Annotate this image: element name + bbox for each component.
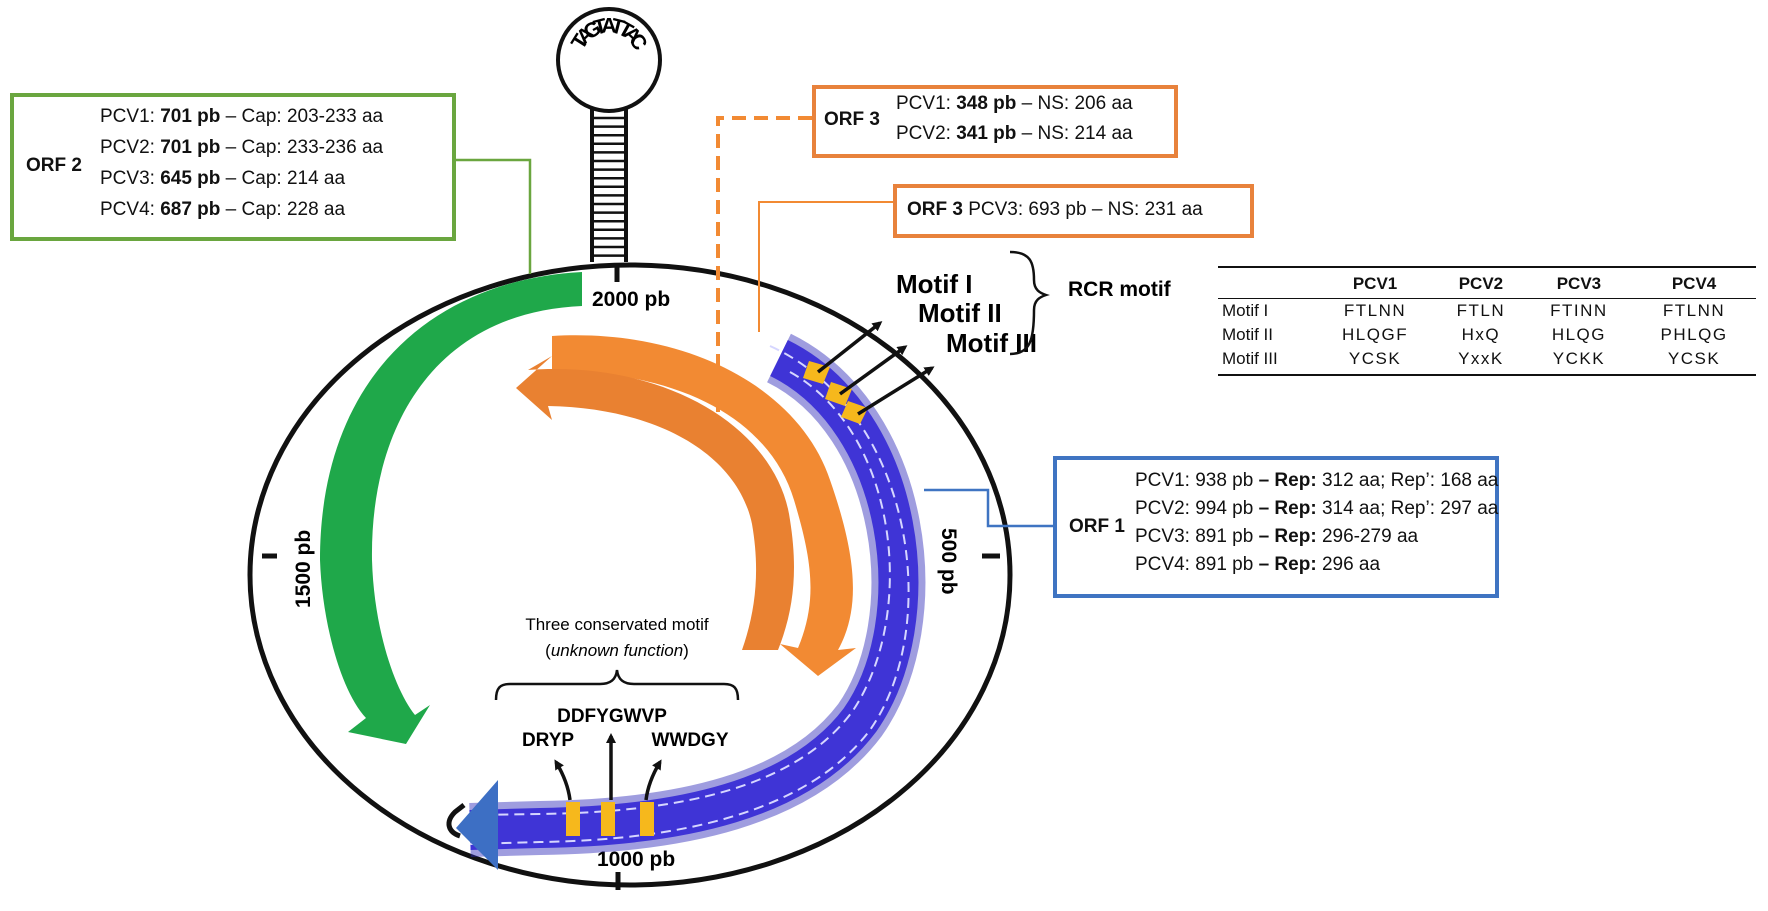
table-row: Motif I FTLNN FTLN FTINN FTLNN: [1218, 299, 1756, 324]
table-cell: FTLNN: [1662, 301, 1726, 320]
orf2-box: ORF 2 PCV1: 701 pb – Cap: 203-233 aa PCV…: [10, 93, 456, 241]
table-row: Motif III YCSK YxxK YCKK YCSK: [1218, 347, 1756, 376]
orf3-long-arrow: [552, 335, 856, 676]
orf2-line-3: PCV3: 645 pb – Cap: 214 aa: [100, 168, 346, 189]
table-cell: YCKK: [1525, 347, 1633, 376]
loop-nucleotide: A: [601, 15, 616, 38]
orf1-arrow: [446, 333, 926, 870]
label-2000-pb: 2000 pb: [592, 288, 670, 311]
loop-nucleotide: T: [591, 14, 609, 40]
orf3-pcv3-box: ORF 3 PCV3: 693 pb – NS: 231 aa: [893, 184, 1254, 238]
orf3-pcv3-line: ORF 3 PCV3: 693 pb – NS: 231 aa: [907, 199, 1203, 220]
motif-mark-2: [825, 382, 852, 406]
orf3-dashed-connector: [716, 116, 812, 420]
table-cell: Motif III: [1218, 347, 1314, 376]
orf1-line-2: PCV2: 994 pb – Rep: 314 aa; Rep’: 297 aa: [1135, 498, 1499, 519]
orf3-arrows: [516, 335, 856, 676]
table-cell: FTLN: [1456, 301, 1506, 320]
orf3-inner-arrow: [516, 356, 794, 650]
orf2-connector: [456, 158, 532, 274]
arrow-motif-2: [838, 345, 908, 396]
conserved-subtitle: (unknown function): [545, 641, 689, 660]
arrow-motif-1: [816, 321, 883, 374]
orf2-line-4: PCV4: 687 pb – Cap: 228 aa: [100, 199, 346, 220]
table-cell: HxQ: [1461, 325, 1501, 344]
motif-table-header: PCV1 PCV2 PCV3 PCV4: [1218, 266, 1756, 299]
table-cell: Motif I: [1222, 301, 1269, 320]
orf1-line-1: PCV1: 938 pb – Rep: 312 aa; Rep’: 168 aa: [1135, 470, 1499, 491]
table-cell: FTINN: [1550, 301, 1608, 320]
conserved-mark-2: [601, 802, 615, 836]
orf3-line-2: PCV2: 341 pb – NS: 214 aa: [896, 123, 1133, 144]
conserved-title: Three conservated motif: [525, 615, 709, 634]
loop-nucleotide: T: [608, 14, 626, 40]
table-cell: HLQG: [1551, 325, 1606, 344]
arrow-motif-3: [857, 366, 935, 416]
conserved-brace: [494, 669, 740, 701]
genome-circle: [247, 262, 1013, 888]
label-1000-pb: 1000 pb: [597, 848, 675, 871]
motif-ii-label: Motif II: [918, 298, 1002, 328]
table-header-cell: PCV2: [1436, 266, 1526, 299]
table-cell: YxxK: [1436, 347, 1526, 376]
table-cell: FTLNN: [1343, 301, 1407, 320]
motif-table: PCV1 PCV2 PCV3 PCV4 Motif I FTLNN FTLN F…: [1218, 266, 1756, 376]
arrow-dryp: [554, 759, 572, 801]
orf1-arrowhead: [456, 780, 498, 870]
motif-iii-label: Motif III: [946, 328, 1037, 358]
orf3-box: ORF 3 PCV1: 348 pb – NS: 206 aa PCV2: 34…: [812, 85, 1178, 158]
orf1-tag: ORF 1: [1069, 516, 1125, 537]
table-row: Motif II HLQGF HxQ HLQG PHLQG: [1218, 323, 1756, 347]
rcr-brace: [1009, 250, 1050, 356]
label-500-pb: 500 pb: [937, 528, 960, 595]
table-cell: PHLQG: [1660, 325, 1728, 344]
table-header-cell: PCV3: [1525, 266, 1633, 299]
table-cell: YCSK: [1632, 347, 1756, 376]
motif-mark-3: [841, 401, 868, 424]
table-cell: YCSK: [1314, 347, 1437, 376]
orf2-line-1: PCV1: 701 pb – Cap: 203-233 aa: [100, 106, 384, 127]
table-header-cell: PCV4: [1632, 266, 1756, 299]
orf1-line-3: PCV3: 891 pb – Rep: 296-279 aa: [1135, 526, 1419, 547]
table-header-cell: PCV1: [1314, 266, 1437, 299]
rcr-motif-label: RCR motif: [1068, 278, 1172, 301]
orf3-line-1: PCV1: 348 pb – NS: 206 aa: [896, 93, 1133, 114]
table-header-cell: [1218, 266, 1314, 299]
orf3-pcv3-connector: [758, 201, 893, 332]
conserved-motif-dryp: DRYP: [522, 730, 574, 751]
label-1500-pb: 1500 pb: [292, 530, 315, 608]
conserved-motif-marks: [566, 802, 654, 836]
orf3-tag: ORF 3: [824, 109, 880, 130]
loop-circle: [556, 7, 662, 113]
arrow-wwdgy: [644, 759, 662, 801]
conserved-motif-ddfygwvp: DDFYGWVP: [557, 706, 667, 727]
orf1-box: ORF 1 PCV1: 938 pb – Rep: 312 aa; Rep’: …: [1053, 456, 1499, 598]
orf1-line-4: PCV4: 891 pb – Rep: 296 aa: [1135, 554, 1381, 575]
conserved-mark-1: [566, 802, 580, 836]
orf2-arrow: [320, 272, 582, 744]
conserved-motif-wwdgy: WWDGY: [651, 730, 728, 751]
motif-i-label: Motif I: [896, 269, 973, 299]
orf1-connector: [924, 488, 1053, 528]
orf2-line-2: PCV2: 701 pb – Cap: 233-236 aa: [100, 137, 384, 158]
orf2-tag: ORF 2: [26, 155, 82, 176]
table-cell: HLQGF: [1342, 325, 1409, 344]
conserved-mark-3: [640, 802, 654, 836]
table-cell: Motif II: [1222, 325, 1274, 344]
